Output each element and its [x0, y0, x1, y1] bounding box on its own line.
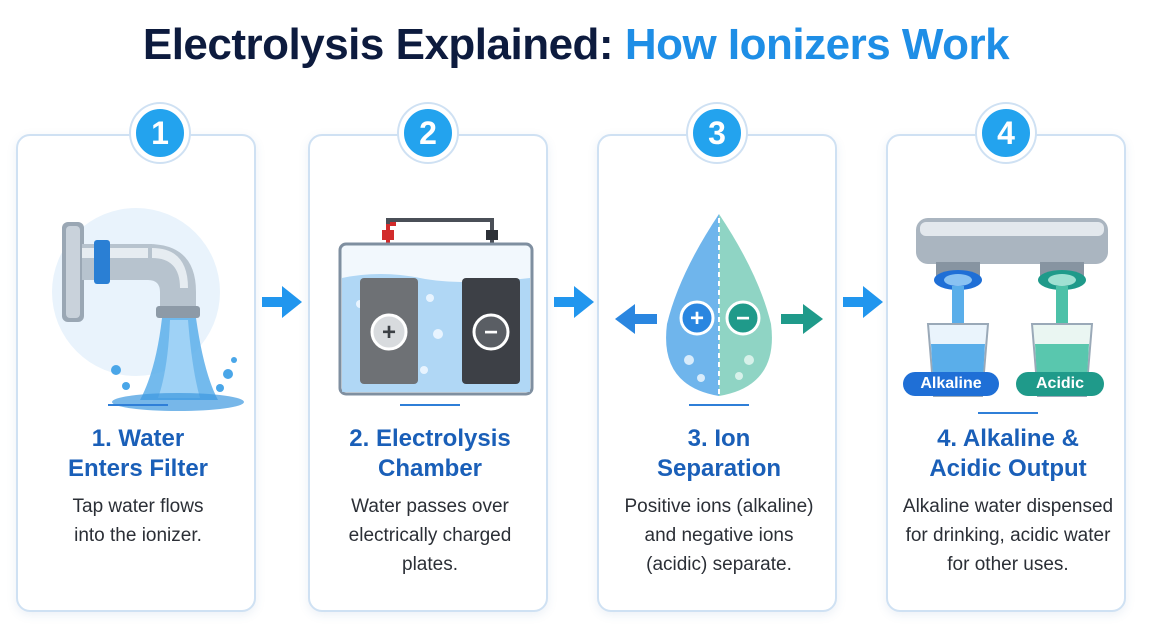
step-2-title-line1: 2. Electrolysis [349, 425, 511, 452]
step-4-desc-line1: Alkaline water dispensed [902, 496, 1114, 517]
step-3-desc-line3: (acidic) separate. [646, 554, 792, 575]
plus-sign: + [382, 319, 396, 346]
step-1-desc-line2: into the ionizer. [74, 525, 202, 546]
step-1-title-line1: 1. Water [91, 425, 185, 452]
step-4-title: 4. Alkaline & Acidic Output [898, 424, 1118, 484]
step-2-card: + − 2. Electrolysis Chamber Water passes… [308, 134, 548, 612]
step-3-desc-line2: and negative ions [644, 525, 794, 546]
step-3-title: 3. Ion Separation [609, 424, 829, 484]
water-drop-icon: + − [615, 214, 823, 396]
step-4-description: Alkaline water dispensed for drinking, a… [898, 492, 1118, 579]
step-1-card: 1. Water Enters Filter Tap water flows i… [16, 134, 256, 612]
step-3-title-line1: 3. Ion [687, 425, 751, 452]
step-2-desc-line2: electrically charged [348, 525, 512, 546]
plus-ion-sign: + [690, 305, 704, 332]
step-3-description: Positive ions (alkaline) and negative io… [609, 492, 829, 579]
arrow-right-icon [262, 286, 302, 318]
alkaline-label: Alkaline [903, 372, 999, 396]
title-part2: How Ionizers Work [624, 20, 1010, 69]
step-1-badge: 1 [131, 104, 189, 162]
step-2-badge: 2 [399, 104, 457, 162]
step-4-badge: 4 [977, 104, 1035, 162]
step-3-divider [689, 404, 749, 406]
title-part1: Electrolysis Explained: [142, 20, 614, 69]
minus-ion-sign: − [736, 305, 750, 332]
step-4-title-line1: 4. Alkaline & [937, 425, 1079, 452]
step-2-title: 2. Electrolysis Chamber [320, 424, 540, 484]
step-3-card: + − 3. Ion Separation Positive ions (alk… [597, 134, 837, 612]
arrow-right-icon [843, 286, 883, 318]
step-3-badge: 3 [688, 104, 746, 162]
step-4-divider [978, 412, 1038, 414]
step-2-title-line2: Chamber [377, 455, 483, 482]
step-3-title-line2: Separation [656, 455, 782, 482]
step-4-desc-line3: for other uses. [947, 554, 1069, 575]
minus-sign: − [484, 319, 498, 346]
step-1-title-line2: Enters Filter [67, 455, 209, 482]
step-2-desc-line3: plates. [402, 554, 458, 575]
faucet-icon [52, 208, 244, 411]
step-3-desc-line1: Positive ions (alkaline) [624, 496, 814, 517]
step-1-divider [108, 404, 168, 406]
step-2-description: Water passes over electrically charged p… [320, 492, 540, 579]
arrow-right-icon [554, 286, 594, 318]
acidic-label: Acidic [1016, 372, 1104, 396]
page-title: Electrolysis Explained: How Ionizers Wor… [0, 20, 1152, 70]
step-4-card: Alkaline Acidic 4. Alkaline & Acidic Out… [886, 134, 1126, 612]
step-4-title-line2: Acidic Output [929, 455, 1087, 482]
step-2-desc-line1: Water passes over [351, 496, 509, 517]
step-1-title: 1. Water Enters Filter [28, 424, 248, 484]
electrolysis-chamber-icon: + − [338, 218, 534, 396]
step-4-desc-line2: for drinking, acidic water [905, 525, 1111, 546]
step-1-description: Tap water flows into the ionizer. [28, 492, 248, 550]
step-1-desc-line1: Tap water flows [72, 496, 204, 517]
step-2-divider [400, 404, 460, 406]
